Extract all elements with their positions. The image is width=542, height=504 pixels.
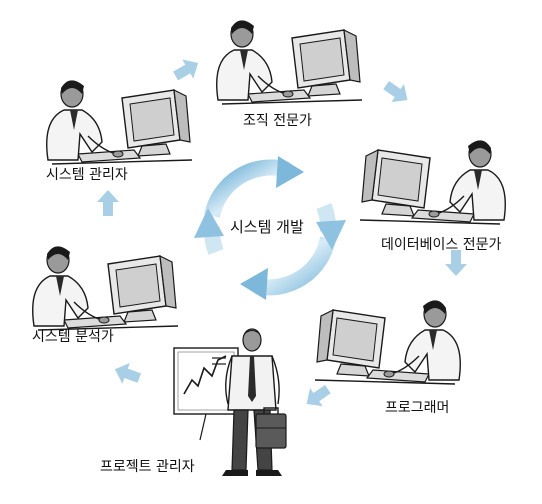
role-label-org: 조직 전문가 [243, 113, 312, 129]
project-manager-figure [173, 328, 287, 476]
arrow-analyst-to-admin [97, 190, 119, 216]
development-cycle-icon [194, 156, 346, 300]
role-label-analyst: 시스템 분석가 [32, 329, 114, 345]
role-label-programmer: 프로그래머 [385, 400, 450, 416]
database-specialist-figure [359, 139, 506, 225]
role-label-db: 데이터베이스 전문가 [381, 237, 502, 253]
programmer-figure [314, 299, 461, 385]
chart-board [173, 347, 239, 441]
center-label: 시스템 개발 [230, 218, 304, 236]
system-analyst-figure [32, 245, 179, 331]
arrow-prog-to-pm [300, 380, 335, 414]
arrow-admin-to-org [170, 53, 204, 86]
arrow-pm-to-analyst [111, 358, 144, 389]
org-specialist-figure [216, 19, 363, 105]
role-label-project-manager: 프로젝트 관리자 [100, 459, 195, 475]
system-admin-figure [46, 79, 193, 165]
role-label-admin: 시스템 관리자 [46, 167, 128, 183]
arrow-org-to-db [379, 76, 414, 110]
